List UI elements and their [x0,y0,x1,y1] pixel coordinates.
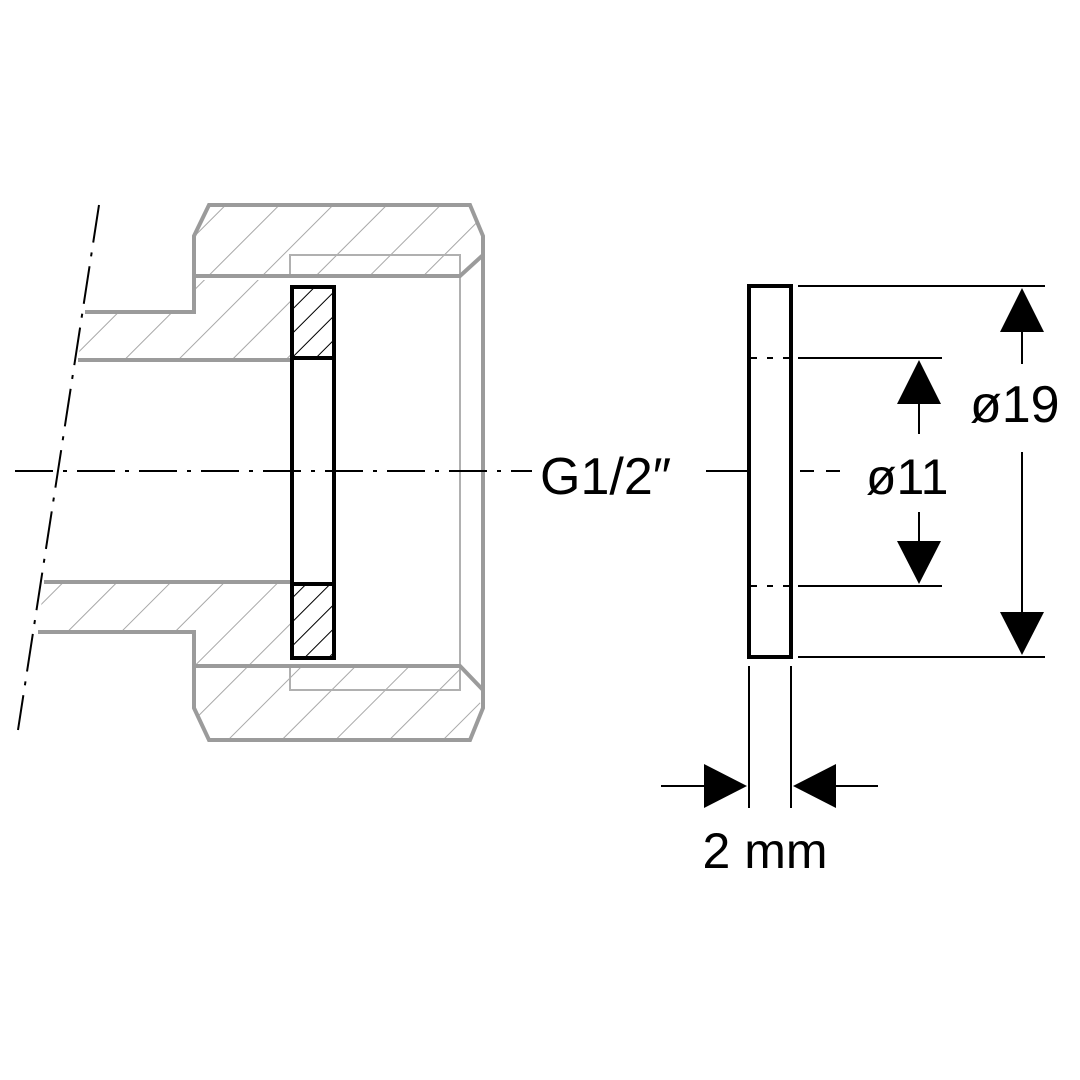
arrow-right-icon [704,764,747,808]
inner-diameter-label: ø11 [866,449,948,505]
fitting-cross-section [17,203,485,742]
arrow-up-icon [897,360,941,404]
arrow-left-icon [793,764,836,808]
extension-lines [748,285,1045,808]
pipe-lower-wall [38,582,290,664]
break-line [17,204,100,731]
arrow-down-icon [1000,612,1044,655]
gasket-side-view [747,284,793,659]
outer-diameter-dimension: ø19 [970,288,1060,655]
nut-lower-wall [194,666,483,740]
nut-upper-wall [194,205,483,276]
thickness-label: 2 mm [703,823,828,879]
thickness-dimension: 2 mm [661,764,878,879]
arrow-up-icon [1000,288,1044,332]
arrow-down-icon [897,541,941,584]
pipe-upper-wall [78,280,290,360]
outer-diameter-label: ø19 [970,376,1060,434]
gasket-in-section [290,285,336,660]
inner-diameter-dimension: ø11 [866,360,948,584]
thread-size-label: G1/2″ [540,448,671,506]
